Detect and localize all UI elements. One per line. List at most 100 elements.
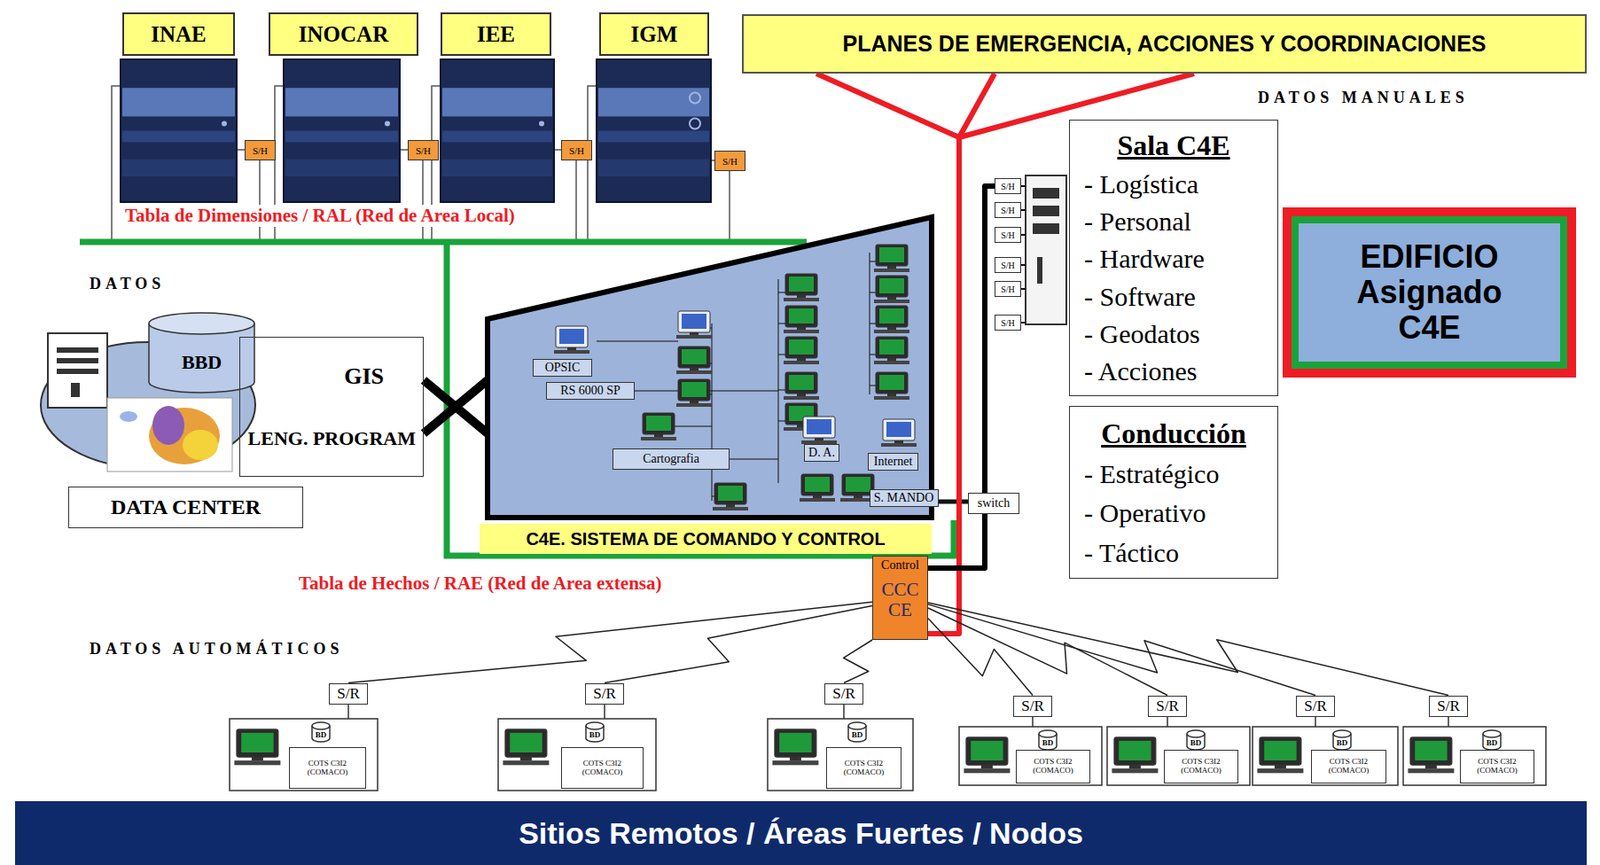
node-text: COTS C3I2 (COMACO) [291,759,364,778]
computer-icon [676,379,712,407]
node-text: Cartografia [642,452,700,467]
lan-wire [710,160,730,242]
server-bay [122,87,235,117]
monitor-screen [879,374,905,391]
database-cylinder: BD [585,722,605,742]
monitor-screen [788,308,814,324]
node-text: Conducción [1100,415,1247,452]
keyboard [676,370,712,375]
site-frame [1107,726,1250,786]
monitor-frame [236,729,279,758]
server-bay [285,131,399,143]
node-text: BD [1190,738,1202,748]
node-text: INAE [150,22,207,47]
monitor-screen [241,733,274,753]
labelled-box: PLANES DE EMERGENCIA, ACCIONES Y COORDIN… [741,14,1587,74]
keyboard [554,350,590,354]
node-text: switch [977,496,1011,511]
drive-slot [56,358,99,364]
computer-icon [640,413,677,441]
labelled-box: COTS C3I2 (COMACO) [288,747,367,789]
keyboard [1407,768,1454,773]
monitor-frame [785,336,818,359]
server-led [384,120,391,126]
monitor-screen [681,382,707,398]
labelled-box: ControlCCC CE [872,555,929,640]
connector-line [348,601,873,683]
keyboard [874,360,910,365]
node-subtext: - Personal [1084,204,1192,239]
computer-icon [783,372,820,400]
labelled-box: RS 6000 SP [546,382,635,400]
labelled-box: IEE [440,12,552,56]
monitor-screen [788,276,814,292]
computer-icon [783,273,820,302]
keyboard [640,437,677,441]
labelled-box: Sitios Remotos / Áreas Fuertes / Nodos [15,801,1587,865]
node-subtext: - Operativo [1084,496,1206,531]
labelled-box: S/R [585,683,625,705]
labelled-box: S/H [714,150,746,172]
labelled-box: S/R [824,683,864,705]
monitor-screen [879,278,905,294]
computer-icon [772,729,819,765]
node-text: S/R [1155,697,1179,716]
node-text: C4E. SISTEMA DE COMANDO Y CONTROL [479,523,932,555]
labelled-box: Cartografia [612,448,730,470]
node-text: S/H [722,156,738,167]
lan-wire [399,149,423,242]
monitor-frame [785,305,818,328]
monitor-screen [1118,741,1151,761]
computer-icon [874,244,910,273]
drive-slot [56,368,99,375]
site-wire [1166,716,1169,727]
node-text: S. MANDO [874,491,935,506]
labelled-box: S/R [1147,695,1187,718]
rack-wire [1021,288,1026,290]
keyboard [783,329,820,334]
labelled-box: COTS C3I2 (COMACO) [1459,749,1535,784]
node-text: IGM [631,22,679,47]
monitor-screen [845,476,871,492]
site-wire [1031,716,1034,727]
computer-icon [1111,737,1158,773]
node-text: S/R [593,685,617,703]
keyboard [772,760,819,765]
drive-slot [56,347,99,353]
computer-icon [783,305,820,334]
rack-wire [1021,209,1026,211]
server-bay [442,87,553,117]
node-text: S/H [1000,260,1015,271]
rack-cabinet [1025,175,1067,325]
monitor-screen [788,374,814,391]
cylinder-top [148,312,255,335]
site-frame [959,726,1102,786]
node-subtext: - Geodatos [1084,317,1201,352]
labelled-box: Sala C4E- Logística- Personal- Hardware-… [1069,119,1279,397]
computer-icon [874,305,910,334]
monitor-frame [642,413,675,435]
node-text: GIS [343,363,384,391]
monitor-frame [785,372,818,394]
node-text: Sala C4E [1116,127,1230,164]
server-rack [440,59,555,203]
computer-icon [799,474,836,502]
cylinder-top [585,722,604,730]
monitor-frame [555,326,588,348]
keyboard [783,297,820,302]
node-text: COTS C3I2 (COMACO) [1166,757,1236,776]
node-text: S/H [252,145,268,157]
monitor-screen [886,421,912,438]
connector-line [842,640,873,684]
monitor-screen [718,485,743,501]
monitor-screen [804,476,830,492]
monitor-frame [882,419,915,441]
node-subtext: CCC CE [873,579,928,621]
site-frame [498,718,656,791]
labelled-box: Internet [867,452,919,471]
labelled-box: COTS C3I2 (COMACO) [1015,749,1091,784]
computer-icon [881,419,917,447]
labelled-box: S/R [1013,695,1053,718]
node-subtext: - Táctico [1084,536,1179,570]
database-cylinder: BD [1186,730,1206,750]
